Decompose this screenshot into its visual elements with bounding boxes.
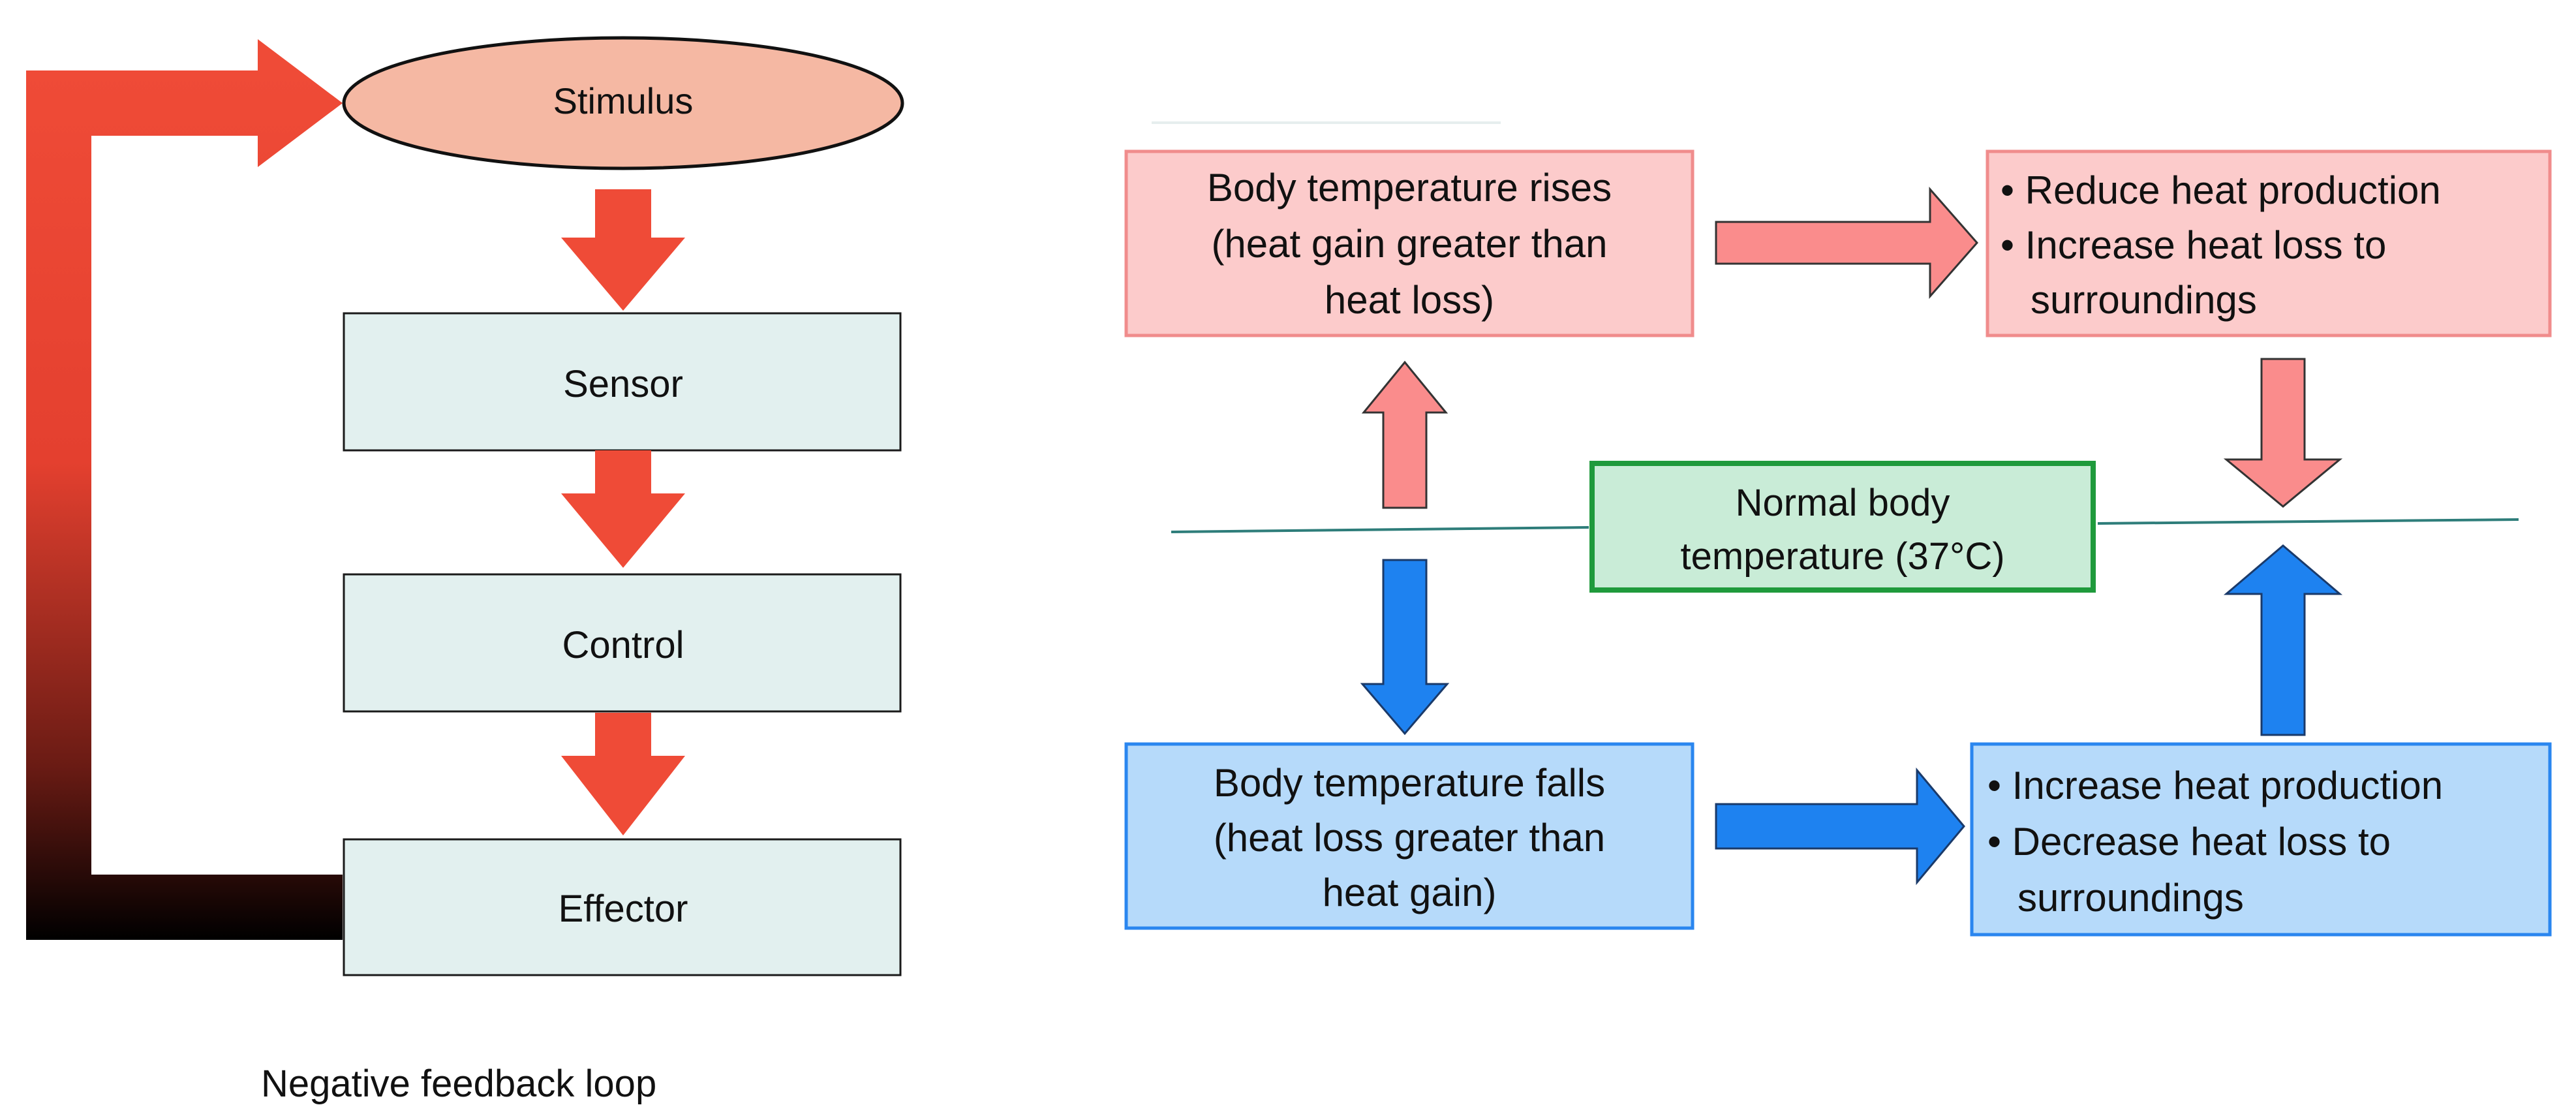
arrow-cooling-to-normal xyxy=(2223,358,2343,508)
temperature-rises-line-2: (heat gain greater than xyxy=(1211,222,1607,266)
feedback-return-arrow xyxy=(26,39,343,940)
negative-feedback-loop: Stimulus Sensor Control Effector Negativ… xyxy=(26,36,904,1105)
control-block xyxy=(343,573,902,713)
cooling-response-item-2: • Increase heat loss to xyxy=(2001,223,2386,267)
arrow-control-to-effector xyxy=(561,713,685,835)
warming-response-item-1: • Increase heat production xyxy=(1987,764,2443,807)
temperature-rises-line-3: heat loss) xyxy=(1325,278,1494,322)
arrow-normal-to-falls xyxy=(1360,559,1450,736)
set-point-line-right xyxy=(2097,518,2519,525)
stimulus-node xyxy=(342,36,904,170)
temperature-falls-line-2: (heat loss greater than xyxy=(1214,816,1605,860)
warming-response-item-2: • Decrease heat loss to xyxy=(1987,820,2391,863)
normal-temperature-box xyxy=(1589,461,2096,593)
arrow-sensor-to-control xyxy=(561,450,685,568)
cooling-response-item-1: • Reduce heat production xyxy=(2001,168,2441,212)
normal-temperature-line-1: Normal body xyxy=(1736,482,1950,524)
temperature-falls-line-3: heat gain) xyxy=(1323,871,1497,914)
temperature-rises-line-1: Body temperature rises xyxy=(1207,166,1612,210)
arrow-stimulus-to-sensor xyxy=(561,189,685,311)
arrow-rises-to-cooling xyxy=(1715,187,1978,299)
warming-response-item-3: surroundings xyxy=(2017,876,2244,920)
sensor-label: Sensor xyxy=(563,363,683,405)
warming-response-box xyxy=(1970,742,2552,937)
arrow-normal-to-rises xyxy=(1361,360,1449,509)
temperature-falls-line-1: Body temperature falls xyxy=(1214,761,1605,805)
sensor-block xyxy=(343,312,902,452)
stimulus-label: Stimulus xyxy=(553,80,694,121)
temperature-falls-box xyxy=(1124,742,1694,930)
set-point-line-left xyxy=(1171,526,1589,533)
normal-temperature-line-2: temperature (37°C) xyxy=(1680,535,2004,578)
thermoregulation-diagram: Body temperature rises (heat gain greate… xyxy=(1124,121,2552,937)
control-label: Control xyxy=(562,624,684,666)
feedback-loop-caption: Negative feedback loop xyxy=(261,1063,656,1105)
cooling-response-box xyxy=(1986,149,2552,337)
temperature-rises-box xyxy=(1124,149,1694,337)
effector-label: Effector xyxy=(559,888,688,930)
arrow-warming-to-normal xyxy=(2223,544,2343,736)
cooling-response-item-3: surroundings xyxy=(2031,278,2257,322)
arrow-falls-to-warming xyxy=(1715,767,1965,886)
effector-block xyxy=(343,838,902,976)
